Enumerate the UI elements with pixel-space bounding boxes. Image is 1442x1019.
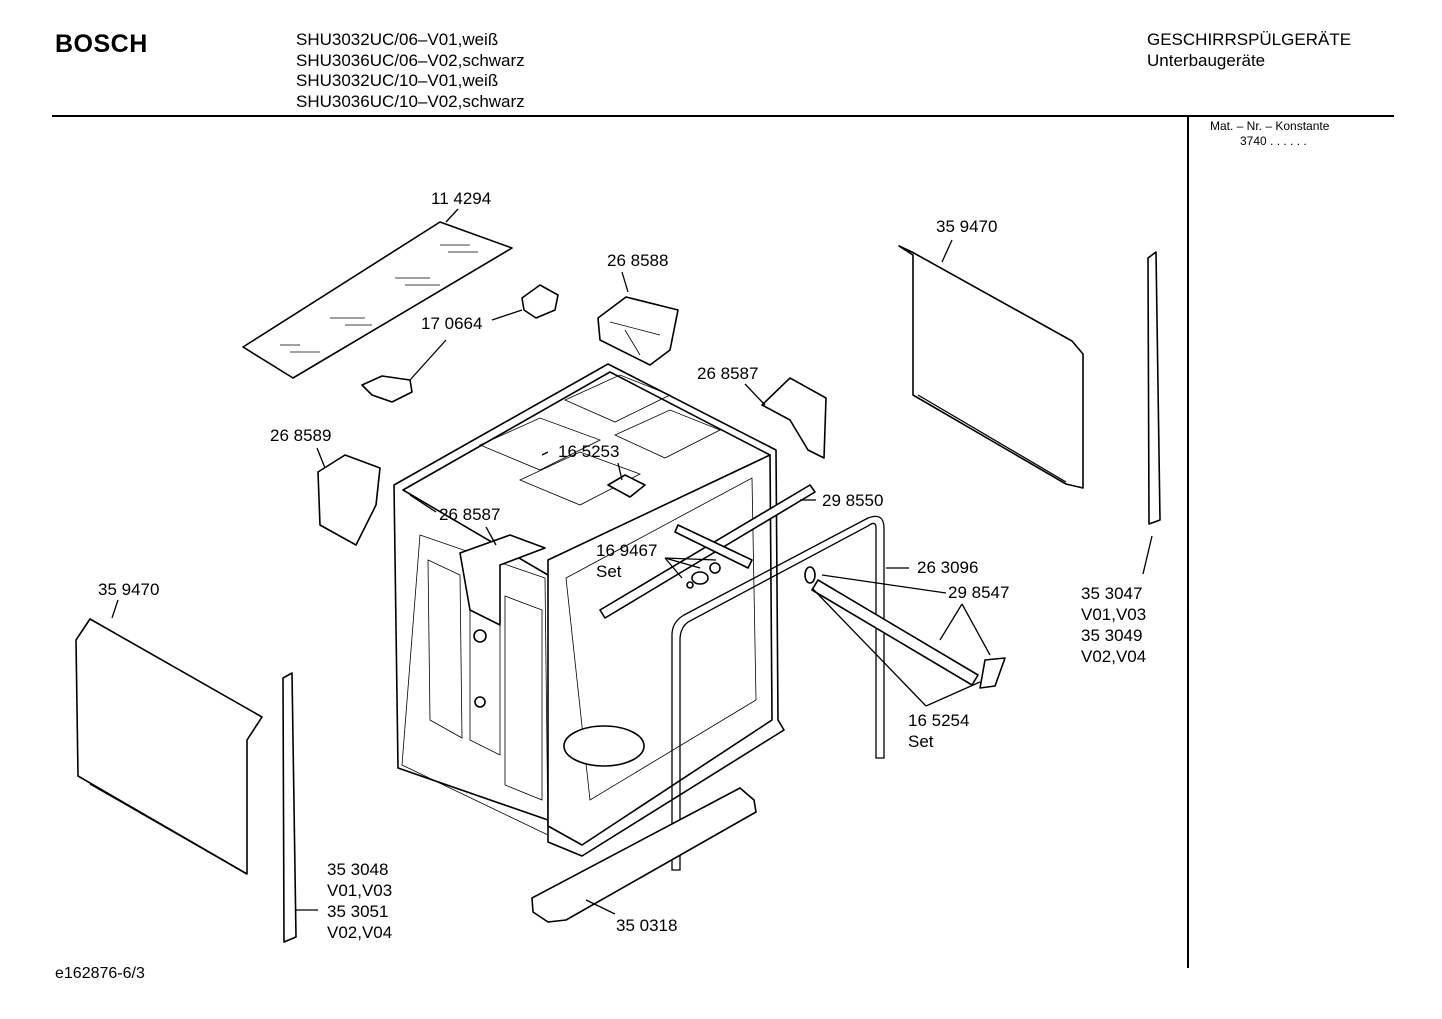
- part-label: 35 3048: [327, 860, 389, 879]
- part-268589-hinge-left: [317, 454, 381, 546]
- part-label: 16 5254: [908, 711, 970, 730]
- part-label: Set: [908, 732, 934, 751]
- part-label: 26 8587: [439, 505, 501, 524]
- part-263096-gasket: [671, 515, 885, 871]
- model-line: SHU3032UC/10–V01,weiß: [296, 71, 499, 90]
- part-label: 16 5253: [558, 442, 620, 461]
- category-block: GESCHIRRSPÜLGERÄTE Unterbaugeräte: [1147, 30, 1351, 71]
- part-label: 35 0318: [616, 916, 678, 935]
- part-350318-base-rail: [531, 787, 757, 923]
- part-label: 26 8587: [697, 364, 759, 383]
- part-268588-hinge: [597, 296, 679, 366]
- mat-label: Mat. – Nr. – Konstante: [1210, 119, 1330, 133]
- category-subtitle: Unterbaugeräte: [1147, 50, 1266, 70]
- part-label: 26 3096: [917, 558, 979, 577]
- model-line: SHU3036UC/06–V02,schwarz: [296, 50, 525, 70]
- leader-lines: [111, 208, 1153, 915]
- part-label: 35 3049: [1081, 626, 1143, 645]
- part-268587-hinge-right: [761, 377, 827, 459]
- category-title: GESCHIRRSPÜLGERÄTE: [1147, 30, 1352, 49]
- part-label: 11 4294: [431, 189, 492, 208]
- brand-logo: BOSCH: [55, 30, 148, 58]
- part-label-group: 35 3047 V01,V03 35 3049 V02,V04: [1081, 583, 1146, 667]
- model-line: SHU3032UC/06–V01,weiß: [296, 30, 499, 49]
- part-label: Set: [596, 562, 622, 581]
- part-label: 35 3051: [327, 902, 389, 921]
- part-169467-bearing: [674, 524, 753, 589]
- sidebar-divider: [1187, 116, 1189, 968]
- part-359470-side-panel-right: [898, 245, 1084, 489]
- part-variant: V02,V04: [327, 923, 393, 942]
- header-divider: [52, 115, 1394, 117]
- part-label: 35 9470: [98, 580, 160, 599]
- part-variant: V01,V03: [327, 881, 393, 900]
- model-line: SHU3036UC/10–V02,schwarz: [296, 91, 525, 111]
- drawing-code: e162876-6/3: [55, 965, 145, 982]
- model-list: SHU3032UC/06–V01,weiß SHU3036UC/06–V02,s…: [296, 30, 525, 112]
- part-label: 26 8588: [607, 251, 669, 270]
- part-114294-sheet: [242, 221, 513, 379]
- part-353048-strip: [282, 672, 297, 943]
- part-170664-bracket: [361, 284, 559, 403]
- part-268587-bracket-lower: [459, 534, 546, 626]
- part-165253-latch: [607, 474, 646, 498]
- part-label: 29 8547: [948, 583, 1010, 602]
- dishwasher-tub: [393, 363, 785, 857]
- part-label: 26 8589: [270, 426, 332, 445]
- part-298550-rail: [599, 484, 816, 619]
- part-label: 35 3047: [1081, 584, 1143, 603]
- part-label-group: 35 3048 V01,V03 35 3051 V02,V04: [327, 859, 392, 943]
- part-359470-front-panel-left: [75, 618, 263, 875]
- part-variant: V02,V04: [1081, 647, 1147, 666]
- part-label: 29 8550: [822, 491, 884, 510]
- part-label: 35 9470: [936, 217, 998, 236]
- mat-value: 3740 . . . . . .: [1240, 134, 1307, 148]
- part-variant: V01,V03: [1081, 605, 1147, 624]
- part-label: 16 9467: [596, 541, 658, 560]
- part-label: 17 0664: [421, 314, 483, 333]
- part-353047-strip: [1147, 251, 1161, 525]
- material-constant: Mat. – Nr. – Konstante 3740 . . . . . .: [1210, 119, 1329, 149]
